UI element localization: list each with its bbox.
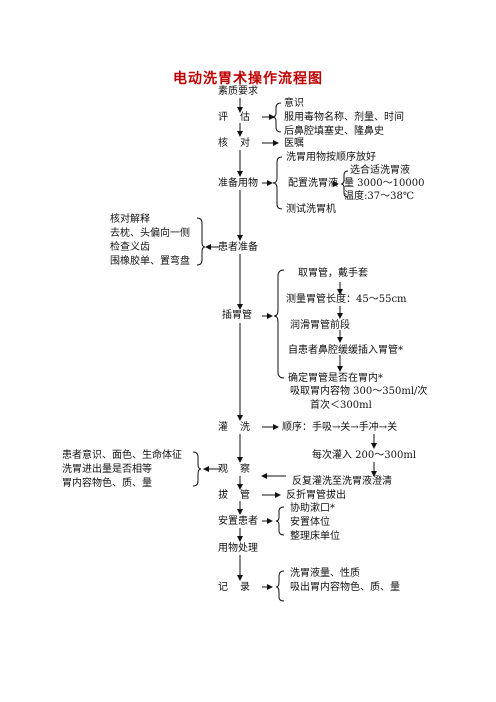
brace-patient-prep xyxy=(196,217,206,266)
intubation-step: 首次＜300ml xyxy=(310,400,372,411)
brace-intubation xyxy=(273,269,285,379)
solution-item: 选合适洗胃液 xyxy=(350,165,410,176)
observe-item: 胃内容物色、质、量 xyxy=(62,478,152,489)
patient-prep-item: 检查义齿 xyxy=(110,242,150,253)
step-patient-prep: 患者准备 xyxy=(218,242,258,253)
observe-item: 洗胃进出量是否相等 xyxy=(62,464,152,475)
step-intubation: 插胃管 xyxy=(222,310,252,321)
prepare-test: 测试洗胃机 xyxy=(286,204,336,215)
step-remove: 拔管 xyxy=(218,490,262,501)
step-settle: 安置患者 xyxy=(218,516,258,527)
intubation-step: 测量胃管长度：45～55cm xyxy=(286,294,407,305)
solution-item: 量 3000～10000 xyxy=(344,178,425,189)
patient-prep-item: 核对解释 xyxy=(110,214,150,225)
patient-prep-item: 围橡胶单、置弯盘 xyxy=(110,256,190,267)
lavage-volume: 每次灌入 200～300ml xyxy=(312,450,417,461)
record-item: 洗胃液量、性质 xyxy=(290,568,360,579)
settle-item: 安置体位 xyxy=(290,517,330,528)
lavage-repeat: 反复灌洗至洗胃液澄清 xyxy=(292,476,392,487)
step-lavage: 灌洗 xyxy=(218,422,262,433)
verify-item: 医嘱 xyxy=(284,138,304,149)
step-dispose: 用物处理 xyxy=(218,543,258,554)
patient-prep-item: 去枕、头偏向一侧 xyxy=(110,228,190,239)
intubation-step: 确定胃管是否在胃内* xyxy=(288,373,383,384)
step-verify: 核对 xyxy=(218,138,262,149)
prepare-order: 洗胃用物按顺序放好 xyxy=(286,152,376,163)
intubation-step: 取胃管，戴手套 xyxy=(298,268,368,279)
step-observe: 观察 xyxy=(218,464,262,475)
step-assess: 评估 xyxy=(218,112,262,123)
solution-item: 温度:37～38℃ xyxy=(344,191,415,202)
step-quality: 素质要求 xyxy=(218,86,258,97)
intubation-step: 润滑胃管前段 xyxy=(290,320,350,331)
intubation-step: 自患者鼻腔缓缓插入胃管* xyxy=(288,345,403,356)
settle-item: 整理床单位 xyxy=(290,531,340,542)
intubation-step: 吸取胃内容物 300～350ml/次 xyxy=(290,386,428,397)
assess-item: 服用毒物名称、剂量、时间 xyxy=(284,112,404,123)
settle-item: 协助漱口* xyxy=(290,503,335,514)
step-record: 记录 xyxy=(218,582,262,593)
assess-item: 意识 xyxy=(284,98,304,109)
prepare-solution-label: 配置洗胃液 xyxy=(288,178,338,189)
record-item: 吸出胃内容物色、质、量 xyxy=(290,582,400,593)
brace-settle xyxy=(275,506,285,536)
lavage-sequence: 顺序：手吸→关→手冲→关 xyxy=(282,422,398,433)
step-prepare: 准备用物 xyxy=(218,178,258,189)
remove-item: 反折胃管拔出 xyxy=(286,490,346,501)
observe-item: 患者意识、面色、生命体征 xyxy=(62,450,182,461)
brace-prepare xyxy=(272,156,283,210)
brace-record xyxy=(275,570,285,602)
page-title: 电动洗胃术操作流程图 xyxy=(173,71,323,87)
brace-assess xyxy=(271,102,282,133)
assess-item: 后鼻腔填塞史、隆鼻史 xyxy=(284,126,384,137)
brace-observe xyxy=(192,451,202,487)
